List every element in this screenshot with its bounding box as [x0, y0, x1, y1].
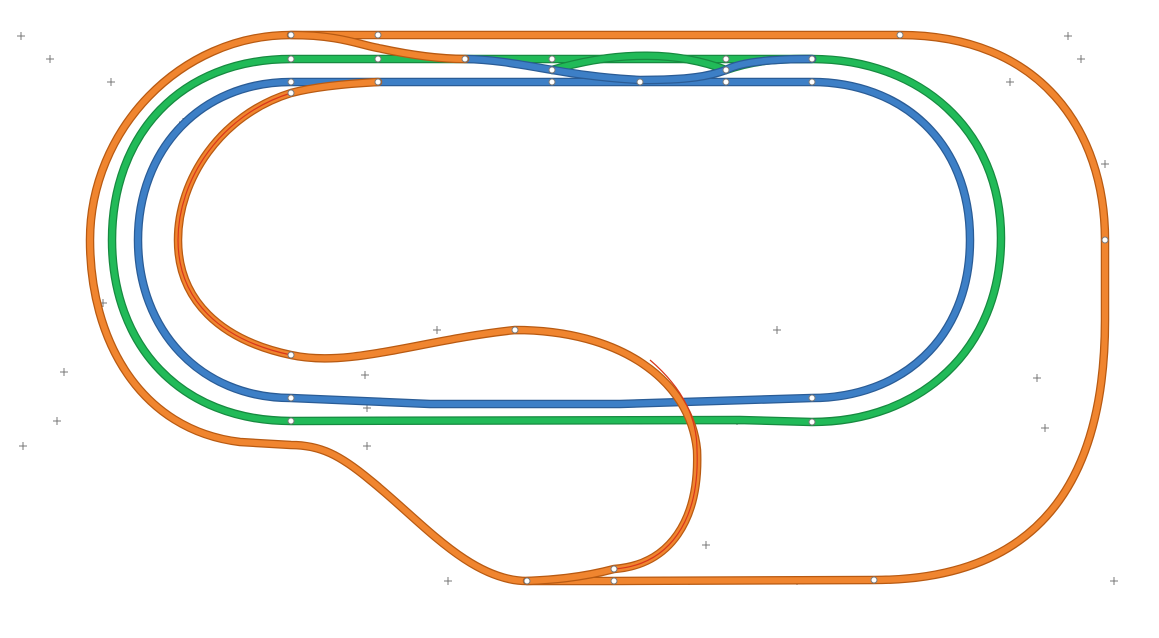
grid-marker-icon [1006, 78, 1014, 86]
junction-node-icon[interactable] [287, 351, 295, 359]
junction-node-icon[interactable] [287, 89, 295, 97]
grid-marker-icon [773, 326, 781, 334]
blue-inner-loop[interactable] [133, 77, 975, 409]
junction-node-icon[interactable] [287, 417, 295, 425]
grid-marker-icon [1041, 424, 1049, 432]
junction-node-icon[interactable] [548, 66, 556, 74]
junction-node-icon[interactable] [287, 31, 295, 39]
junction-node-icon[interactable] [808, 394, 816, 402]
orange-s-bend-core [288, 32, 468, 62]
grid-marker-icon [107, 78, 115, 86]
grid-marker-icon [1110, 577, 1118, 585]
orange-inner-redline [177, 92, 292, 356]
junction-node-icon[interactable] [896, 31, 904, 39]
grid-marker-icon [1077, 55, 1085, 63]
junction-node-icon[interactable] [523, 577, 531, 585]
grid-marker-icon [46, 55, 54, 63]
orange-inner-edge [173, 77, 702, 586]
blue-crossover-core [462, 56, 815, 83]
grid-marker-icon [1101, 160, 1109, 168]
junction-node-icon[interactable] [548, 78, 556, 86]
grid-marker-icon [53, 417, 61, 425]
grid-marker-icon [433, 326, 441, 334]
junction-node-icon[interactable] [722, 66, 730, 74]
junction-node-icon[interactable] [374, 55, 382, 63]
orange-outer-core [87, 32, 1108, 584]
junction-node-icon[interactable] [287, 78, 295, 86]
junction-node-icon[interactable] [870, 576, 878, 584]
grid-marker-icon [363, 442, 371, 450]
junction-node-icon[interactable] [287, 394, 295, 402]
grid-marker-icon [702, 541, 710, 549]
blue-crossover[interactable] [460, 54, 817, 85]
junction-node-icon[interactable] [808, 418, 816, 426]
junction-node-icon[interactable] [548, 55, 556, 63]
grid-marker-icon [19, 442, 27, 450]
junction-node-icon[interactable] [1101, 236, 1109, 244]
grid-marker-icon [60, 368, 68, 376]
grid-marker-icon [1033, 374, 1041, 382]
orange-inner-core [175, 79, 701, 584]
junction-node-icon[interactable] [610, 577, 618, 585]
grid-marker-icon [17, 32, 25, 40]
junction-node-icon[interactable] [722, 55, 730, 63]
junction-node-icon[interactable] [808, 78, 816, 86]
blue-loop-edge [133, 77, 975, 409]
junction-node-icon[interactable] [374, 78, 382, 86]
orange-inner-redline-2 [613, 359, 698, 570]
junction-node-icon[interactable] [461, 55, 469, 63]
junction-node-icon[interactable] [287, 55, 295, 63]
grid-marker-icon [444, 577, 452, 585]
blue-loop-core [135, 79, 973, 407]
junction-node-icon[interactable] [636, 78, 644, 86]
junction-node-icon[interactable] [511, 326, 519, 334]
orange-s-bend[interactable] [286, 30, 470, 64]
orange-inner-loop[interactable] [173, 77, 702, 586]
junction-node-icon[interactable] [610, 565, 618, 573]
junction-node-icon[interactable] [374, 31, 382, 39]
junction-node-icon[interactable] [808, 55, 816, 63]
orange-outer-loop[interactable] [85, 30, 1110, 586]
grid-marker-icon [361, 371, 369, 379]
junction-node-icon[interactable] [722, 78, 730, 86]
junction-nodes [287, 31, 1109, 585]
grid-marker-icon [1064, 32, 1072, 40]
